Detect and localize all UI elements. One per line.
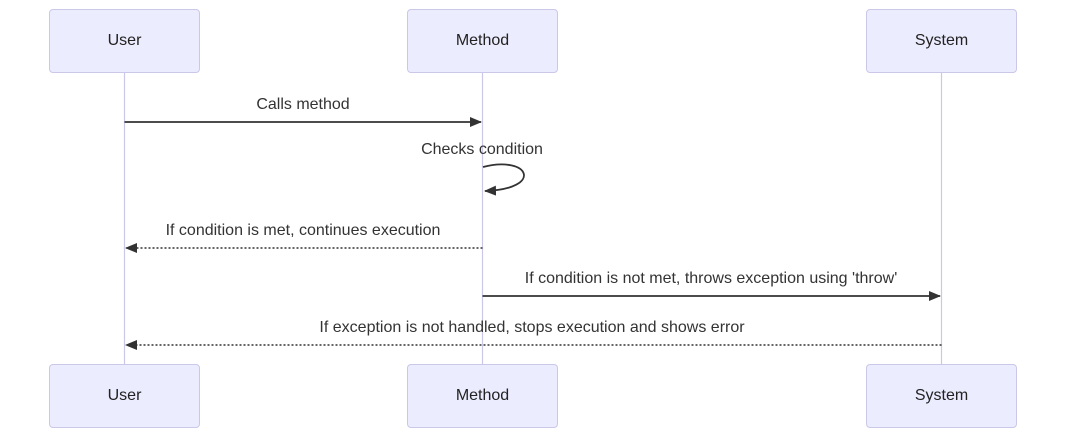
actor-method-top: Method — [407, 9, 558, 73]
actor-user-label: User — [107, 387, 142, 404]
actor-system-label: System — [914, 32, 969, 49]
message-3-label: If condition is met, continues execution — [165, 222, 441, 239]
actor-user-bottom: User — [49, 364, 200, 428]
actor-system-label: System — [914, 387, 969, 404]
message-5-label: If exception is not handled, stops execu… — [319, 319, 745, 336]
actor-method-label: Method — [455, 32, 510, 49]
actor-system-bottom: System — [866, 364, 1017, 428]
actor-user-top: User — [49, 9, 200, 73]
actor-method-bottom: Method — [407, 364, 558, 428]
actor-user-label: User — [107, 32, 142, 49]
message-2-label: Checks condition — [421, 141, 543, 158]
message-2-self-loop-arrow — [482, 163, 525, 196]
message-4-label: If condition is not met, throws exceptio… — [524, 270, 898, 287]
actor-method-label: Method — [455, 387, 510, 404]
message-1-label: Calls method — [256, 96, 350, 113]
actor-system-top: System — [866, 9, 1017, 73]
